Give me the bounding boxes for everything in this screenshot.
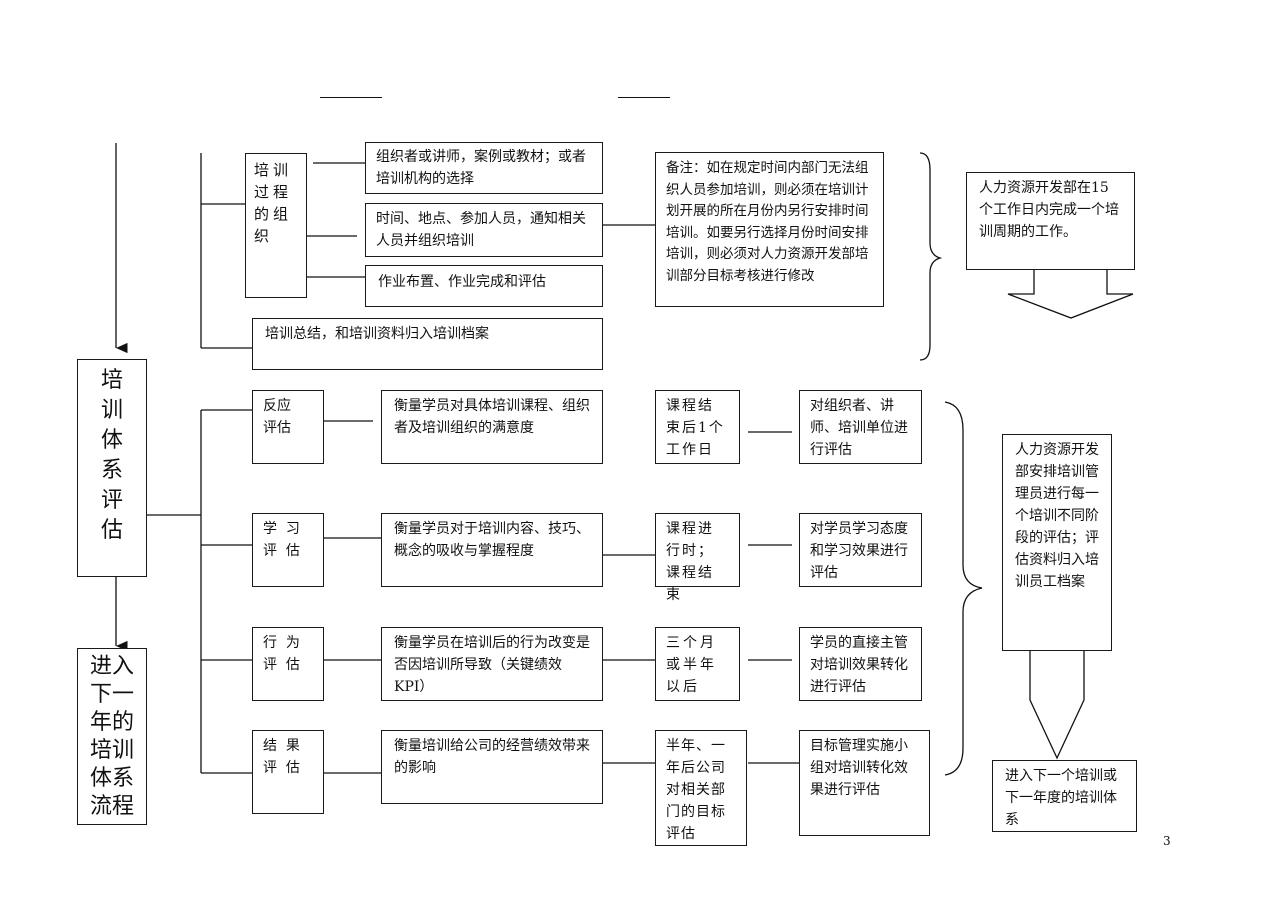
- result-eval-desc: 衡量培训给公司的经营绩效带来的影响: [381, 730, 603, 804]
- next-stage-box: 进入下一个培训或下一年度的培训体系: [992, 760, 1137, 832]
- page-number: 3: [1163, 834, 1171, 848]
- learning-eval-label: 学 习 评 估: [252, 513, 324, 587]
- hr-cycle-note: 人力资源开发部在15个工作日内完成一个培训周期的工作。: [966, 172, 1135, 270]
- learning-eval-who: 对学员学习态度和学习效果进行评估: [799, 513, 922, 587]
- behavior-eval-desc: 衡量学员在培训后的行为改变是否因培训所导致（关键绩效KPI）: [381, 627, 603, 701]
- hr-arrange-note: 人力资源开发部安排培训管理员进行每一个培训不同阶段的评估；评估资料归入培训员工档…: [1002, 434, 1112, 651]
- reaction-eval-desc: 衡量学员对具体培训课程、组织者及培训组织的满意度: [381, 390, 603, 464]
- behavior-eval-who: 学员的直接主管对培训效果转化进行评估: [799, 627, 922, 701]
- remark-note-box: 备注：如在规定时间内部门无法组织人员参加培训，则必须在培训计划开展的所在月份内另…: [655, 152, 884, 307]
- behavior-eval-label: 行 为 评 估: [252, 627, 324, 701]
- process-item-3: 作业布置、作业完成和评估: [365, 265, 603, 307]
- next-year-process-box: 进入 下一 年的 培训 体系 流程: [77, 648, 147, 825]
- training-summary-box: 培训总结，和培训资料归入培训档案: [252, 318, 603, 370]
- learning-eval-desc: 衡量学员对于培训内容、技巧、概念的吸收与掌握程度: [381, 513, 603, 587]
- process-item-1: 组织者或讲师，案例或教材；或者培训机构的选择: [365, 142, 603, 194]
- eval-system-box: 培 训 体 系 评 估: [77, 359, 147, 577]
- result-eval-time: 半年、一年后公司对相关部门的目标评估: [655, 730, 747, 846]
- learning-eval-time: 课程进行时；课程结束: [655, 513, 740, 603]
- reaction-eval-label: 反应 评估: [252, 390, 324, 464]
- result-eval-who: 目标管理实施小组对培训转化效果进行评估: [799, 730, 930, 836]
- behavior-eval-time: 三个月或半年以后: [655, 627, 740, 701]
- top-underline-1: [320, 97, 382, 98]
- result-eval-label: 结 果 评 估: [252, 730, 324, 814]
- process-item-2: 时间、地点、参加人员，通知相关人员并组织培训: [365, 203, 603, 257]
- reaction-eval-time: 课程结束后1个工作日: [655, 390, 740, 464]
- reaction-eval-who: 对组织者、讲师、培训单位进行评估: [799, 390, 922, 464]
- process-label: 培训 过程 的组 织: [245, 153, 307, 298]
- top-underline-2: [618, 97, 670, 98]
